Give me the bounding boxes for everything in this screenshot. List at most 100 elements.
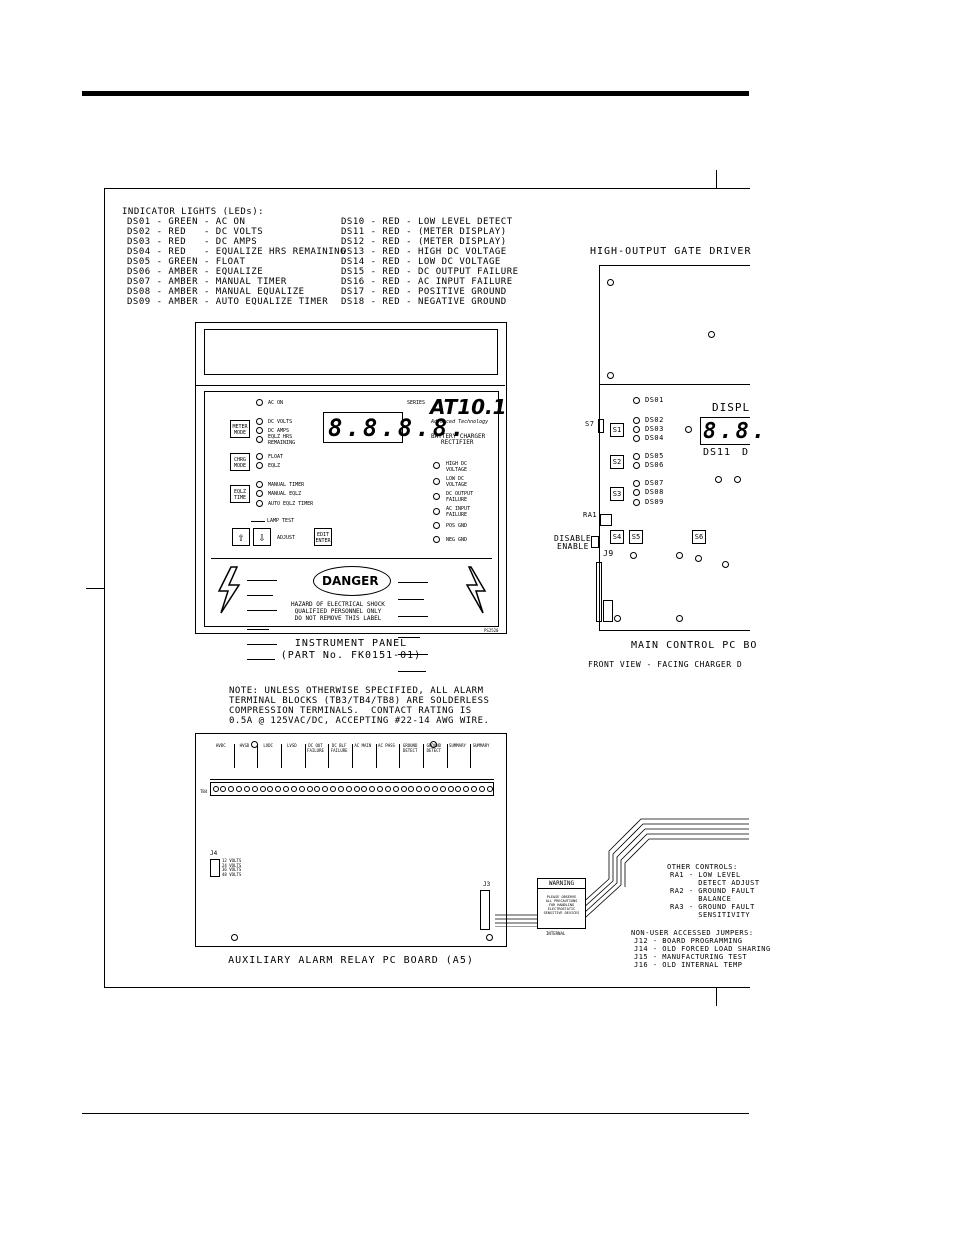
other-control-line: BALANCE (670, 895, 732, 903)
terminal-screw (478, 786, 485, 792)
led-entry: DS07 - AMBER - MANUAL TIMER (127, 277, 287, 287)
j4-jumper[interactable] (210, 859, 220, 877)
terminal-screw (283, 786, 289, 792)
led-entry: DS04 - RED - EQUALIZE HRS REMAINING (127, 247, 346, 257)
mounting-hole (708, 331, 715, 338)
terminal-screw (243, 786, 250, 792)
note-block: NOTE: UNLESS OTHERWISE SPECIFIED, ALL AL… (229, 686, 489, 726)
enable-label: ENABLE (557, 542, 589, 551)
terminal-screw (330, 786, 336, 792)
danger-label: DANGER (322, 574, 379, 588)
mounting-hole (614, 615, 621, 622)
other-control-line: RA2 - GROUND FAULT (670, 887, 755, 895)
switch-s4[interactable]: S4 (610, 530, 624, 544)
label-lamp-test: LAMP TEST (267, 518, 295, 524)
test-point (676, 552, 683, 559)
terminal-screw (306, 786, 313, 792)
label-eqlz-hrs: EQLZ HRS REMAINING (268, 434, 296, 446)
warning-tag: INTERNAL (546, 931, 566, 936)
led-entry: DS03 - RED - DC AMPS (127, 237, 258, 247)
mounting-hole (607, 372, 614, 379)
charge-mode-button[interactable]: CHRG MODE (230, 453, 250, 471)
relay-group-separator (423, 744, 424, 768)
panel-caption-line2: (PART No. FK0151-01) (280, 650, 422, 661)
panel-caption-line1: INSTRUMENT PANEL (294, 638, 408, 649)
led-ac-input-failure (433, 508, 440, 515)
terminal-screw (439, 786, 446, 792)
terminal-screw (416, 786, 423, 792)
led-entry: DS02 - RED - DC VOLTS (127, 227, 264, 237)
terminal-screw (275, 786, 282, 792)
label-high-dc-voltage: HIGH DC VOLTAGE (446, 461, 468, 473)
relay-group-separator (281, 744, 282, 768)
led-entry: DS13 - RED - HIGH DC VOLTAGE (341, 247, 507, 257)
jumpers-list: J12 - BOARD PROGRAMMING J14 - OLD FORCED… (634, 937, 771, 969)
terminal-screw (486, 786, 493, 792)
test-point (722, 561, 729, 568)
other-control-line: RA3 - GROUND FAULT (670, 903, 755, 911)
relay-group-separator (233, 744, 235, 768)
terminal-screw (212, 786, 219, 792)
label-neg-gnd: NEG GND (446, 537, 468, 543)
terminal-screw (353, 786, 360, 792)
relay-group-separator (328, 744, 330, 768)
up-arrow-button[interactable]: ⇧ (232, 528, 250, 546)
terminal-screw (361, 786, 368, 792)
relay-group-label: AC PHSS (378, 743, 395, 748)
jumper-line: J12 - BOARD PROGRAMMING (634, 937, 743, 945)
terminal-screw (431, 786, 438, 792)
meter-mode-button[interactable]: METER MODE (230, 420, 250, 438)
terminal-screw (345, 786, 352, 792)
led-list-left: DS01 - GREEN - AC ON DS02 - RED - DC VOL… (127, 217, 346, 307)
disable-enable-jumper[interactable] (591, 536, 599, 548)
led-manual-eqlz (256, 490, 263, 497)
eqlz-time-button[interactable]: EQLZ TIME (230, 485, 250, 503)
gate-driver-title: HIGH-OUTPUT GATE DRIVER (590, 246, 752, 257)
relay-group-label: LVDC (263, 743, 273, 748)
edit-enter-button[interactable]: EDIT ENTER (314, 528, 332, 546)
j3-label: J3 (483, 881, 491, 888)
relay-group-separator (446, 744, 448, 768)
board-led-ds07 (633, 480, 640, 487)
terminal-screw (322, 786, 329, 792)
led-dc-output-failure (433, 493, 440, 500)
hazard-warning: HAZARD OF ELECTRICAL SHOCK QUALIFIED PER… (291, 601, 385, 622)
other-control-line: DETECT ADJUST (670, 879, 760, 887)
switch-s6[interactable]: S6 (692, 530, 706, 544)
terminal-strip-rule (210, 779, 494, 780)
switch-s2[interactable]: S2 (610, 455, 624, 469)
terminal-screw (408, 786, 415, 792)
relay-group-label: GROUND DETECT (426, 743, 442, 753)
led-entry: DS10 - RED - LOW LEVEL DETECT (341, 217, 513, 227)
label-rectifier: RECTIFIER (441, 439, 474, 446)
relay-group-separator (399, 744, 401, 768)
terminal-screw (424, 786, 430, 792)
warning-label: WARNING PLEASE OBSERVE ALL PRECAUTIONS F… (537, 878, 586, 929)
ra1-potentiometer[interactable] (600, 514, 612, 526)
led-entry: DS18 - RED - NEGATIVE GROUND (341, 297, 507, 307)
terminal-screw (463, 786, 470, 792)
switch-s7[interactable] (598, 419, 604, 433)
terminal-screw (369, 786, 376, 792)
relay-group-label: SUMMARY (449, 743, 466, 748)
board-led-label: DS01 (645, 396, 664, 404)
test-point (734, 476, 741, 483)
terminal-screw (259, 786, 266, 792)
other-control-line: SENSITIVITY (670, 911, 751, 919)
terminal-screw (314, 786, 321, 792)
led-dc-amps (256, 427, 263, 434)
switch-s1[interactable]: S1 (610, 423, 624, 437)
other-control-line: RA1 - LOW LEVEL (670, 871, 741, 879)
down-arrow-button[interactable]: ⇩ (253, 528, 271, 546)
led-entry: DS09 - AMBER - AUTO EQUALIZE TIMER (127, 297, 329, 307)
board-ds11-label: DS11 (703, 447, 732, 458)
mounting-hole (231, 934, 238, 941)
switch-s3[interactable]: S3 (610, 487, 624, 501)
s7-label: S7 (585, 420, 595, 428)
label-battery-charger: BATTERY CHARGER (431, 433, 486, 440)
terminal-row (212, 786, 494, 794)
led-entry: DS17 - RED - POSITIVE GROUND (341, 287, 507, 297)
lamp-test-bracket (251, 521, 265, 522)
test-point (685, 426, 692, 433)
switch-s5[interactable]: S5 (629, 530, 643, 544)
